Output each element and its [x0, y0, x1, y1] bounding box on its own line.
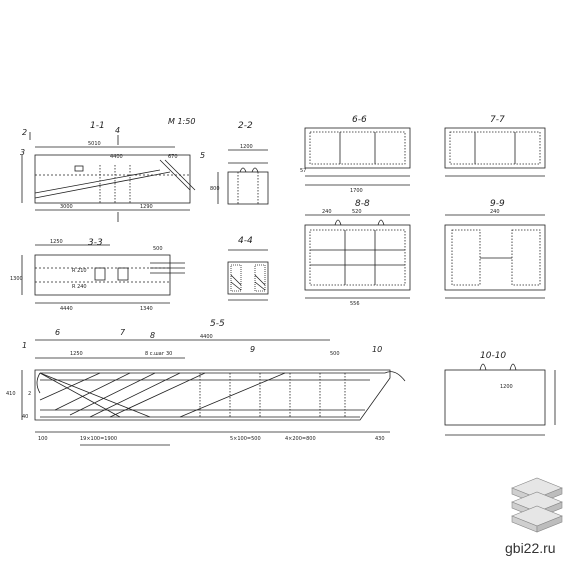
section-4-4 [227, 249, 269, 301]
dim-500: 500 [153, 246, 163, 252]
section-8-8 [304, 214, 411, 299]
section-7-7 [444, 127, 546, 177]
title-9-9: 9-9 [490, 199, 505, 209]
dim-410: 410 [6, 391, 16, 397]
title-3-3: 3-3 [88, 238, 103, 248]
dim-5010: 5010 [88, 141, 101, 147]
beam-section-2-2 [227, 171, 269, 205]
dim-r210: R 210 [72, 268, 87, 274]
mark-9: 9 [250, 345, 255, 354]
stacked-slabs-logo [511, 477, 563, 533]
dim-3000: 3000 [60, 204, 73, 210]
title-1-1: 1-1 [90, 121, 105, 131]
beam-outline-5-5 [34, 369, 391, 421]
dim-520: 520 [352, 209, 362, 215]
scale-label: М 1:50 [168, 117, 195, 126]
beam-section-7-7 [444, 127, 546, 169]
section-9-9 [444, 214, 546, 299]
dim-8-step: 8 c.шаг 30 [145, 351, 172, 357]
dim-1300: 1300 [10, 276, 23, 282]
beam-section-8-8 [304, 224, 411, 291]
title-6-6: 6-6 [352, 115, 367, 125]
dim-4x200: 4×200=800 [285, 436, 316, 442]
mark-6: 6 [55, 328, 60, 337]
mark-4: 4 [115, 126, 120, 135]
dim-800: 800 [210, 186, 220, 192]
dim-40: 40 [22, 414, 28, 420]
dim-5x100: 5×100=500 [230, 436, 261, 442]
title-5-5: 5-5 [210, 319, 225, 329]
beam-section-9-9 [444, 224, 546, 291]
dim-4400b: 4400 [200, 334, 213, 340]
section-6-6 [304, 127, 411, 186]
dim-556: 556 [350, 301, 360, 307]
section-1-1 [21, 132, 196, 222]
title-7-7: 7-7 [490, 115, 505, 125]
dim-1200: 1200 [240, 144, 253, 150]
section-10-10 [444, 363, 556, 436]
mark-7: 7 [120, 328, 126, 337]
section-2-2 [217, 149, 269, 205]
dim-430: 430 [375, 436, 385, 442]
title-4-4: 4-4 [238, 236, 253, 246]
beam-section-10-10 [444, 369, 546, 426]
dim-1250b: 1250 [70, 351, 83, 357]
dim-500b: 500 [330, 351, 340, 357]
mark-8: 8 [150, 331, 155, 340]
mark-2: 2 [22, 128, 27, 137]
dim-240: 240 [322, 209, 332, 215]
dim-240b: 240 [490, 209, 500, 215]
mark-1: 1 [22, 341, 27, 350]
dim-100: 100 [38, 436, 48, 442]
dim-r240: R 240 [72, 284, 87, 290]
section-5-5 [21, 339, 406, 446]
title-8-8: 8-8 [355, 199, 370, 209]
dim-4440: 4440 [60, 306, 73, 312]
mark-3: 3 [20, 148, 25, 157]
beam-outline-1-1 [34, 154, 191, 204]
dim-4400: 4400 [110, 154, 123, 160]
section-3-3 [21, 244, 185, 304]
dim-2: 2 [28, 391, 31, 397]
mark-10: 10 [372, 345, 382, 354]
mark-5: 5 [200, 151, 205, 160]
dim-1250: 1250 [50, 239, 63, 245]
title-10-10: 10-10 [480, 351, 506, 361]
watermark: gbi22.ru [505, 540, 556, 556]
dim-1290: 1290 [140, 204, 153, 210]
title-2-2: 2-2 [238, 121, 253, 131]
dim-19x100: 19×100=1900 [80, 436, 117, 442]
beam-section-4-4 [227, 261, 269, 295]
dim-57: 57 [300, 168, 306, 174]
beam-plan-3-3 [34, 254, 171, 296]
dim-1200b: 1200 [500, 384, 513, 390]
beam-section-6-6 [304, 127, 411, 169]
dim-1700: 1700 [350, 188, 363, 194]
dim-1340: 1340 [140, 306, 153, 312]
dim-670: 670 [168, 154, 178, 160]
